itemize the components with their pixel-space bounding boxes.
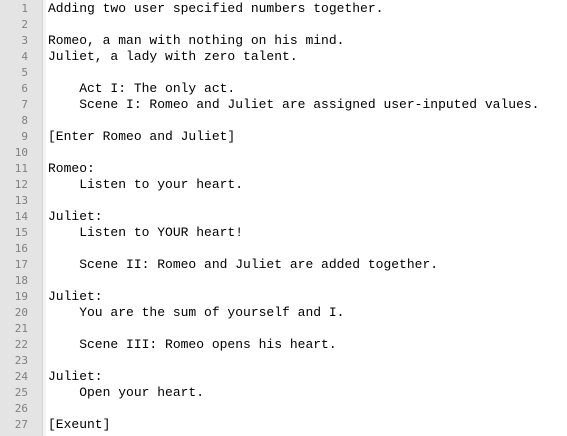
- line-number: 20: [14, 306, 28, 319]
- code-line[interactable]: Juliet:: [48, 289, 103, 304]
- code-line[interactable]: You are the sum of yourself and I.: [48, 305, 345, 320]
- code-line[interactable]: Listen to your heart.: [48, 177, 244, 192]
- code-line[interactable]: Juliet:: [48, 369, 103, 384]
- line-number: 25: [14, 386, 28, 399]
- line-number: 23: [14, 354, 28, 367]
- line-number: 7: [21, 98, 28, 111]
- line-number: 12: [14, 178, 28, 191]
- line-number: 2: [21, 18, 28, 31]
- code-line[interactable]: Scene I: Romeo and Juliet are assigned u…: [48, 97, 540, 112]
- code-line[interactable]: Juliet, a lady with zero talent.: [48, 49, 298, 64]
- code-line[interactable]: [48, 273, 567, 289]
- line-number: 18: [14, 274, 28, 287]
- code-line[interactable]: [48, 65, 567, 81]
- line-number: 9: [21, 130, 28, 143]
- line-number-gutter: 1 2 3 4 5 6 7 8 9 10 11 12 13 14 15 16 1…: [0, 0, 42, 436]
- code-line[interactable]: Romeo, a man with nothing on his mind.: [48, 33, 345, 48]
- line-number: 5: [21, 66, 28, 79]
- code-line[interactable]: Open your heart.: [48, 385, 205, 400]
- line-number: 22: [14, 338, 28, 351]
- code-line[interactable]: [48, 241, 567, 257]
- code-line[interactable]: Scene III: Romeo opens his heart.: [48, 337, 337, 352]
- code-line[interactable]: [48, 353, 567, 369]
- line-number: 15: [14, 226, 28, 239]
- line-number: 14: [14, 210, 28, 223]
- line-number: 19: [14, 290, 28, 303]
- line-number: 16: [14, 242, 28, 255]
- line-number: 11: [14, 162, 28, 175]
- line-number: 4: [21, 50, 28, 63]
- code-line[interactable]: Scene II: Romeo and Juliet are added tog…: [48, 257, 439, 272]
- line-number: 13: [14, 194, 28, 207]
- line-number: 24: [14, 370, 28, 383]
- line-number: 27: [14, 418, 28, 431]
- code-text-area[interactable]: Adding two user specified numbers togeth…: [46, 0, 567, 436]
- line-number: 8: [21, 114, 28, 127]
- line-number: 17: [14, 258, 28, 271]
- code-line[interactable]: Listen to YOUR heart!: [48, 225, 244, 240]
- line-number: 21: [14, 322, 28, 335]
- code-line[interactable]: [48, 321, 567, 337]
- code-line[interactable]: [Enter Romeo and Juliet]: [48, 129, 236, 144]
- code-line[interactable]: [48, 17, 567, 33]
- code-line[interactable]: [Exeunt]: [48, 417, 111, 432]
- code-line[interactable]: [48, 145, 567, 161]
- code-line[interactable]: Romeo:: [48, 161, 95, 176]
- line-number: 26: [14, 402, 28, 415]
- code-line[interactable]: Juliet:: [48, 209, 103, 224]
- line-number: 3: [21, 34, 28, 47]
- line-number: 1: [21, 2, 28, 15]
- fold-margin: [42, 0, 46, 436]
- line-number: 6: [21, 82, 28, 95]
- code-line[interactable]: [48, 113, 567, 129]
- code-line[interactable]: Adding two user specified numbers togeth…: [48, 1, 384, 16]
- line-number: 10: [14, 146, 28, 159]
- code-line[interactable]: [48, 401, 567, 417]
- code-line[interactable]: Act I: The only act.: [48, 81, 236, 96]
- code-line[interactable]: [48, 193, 567, 209]
